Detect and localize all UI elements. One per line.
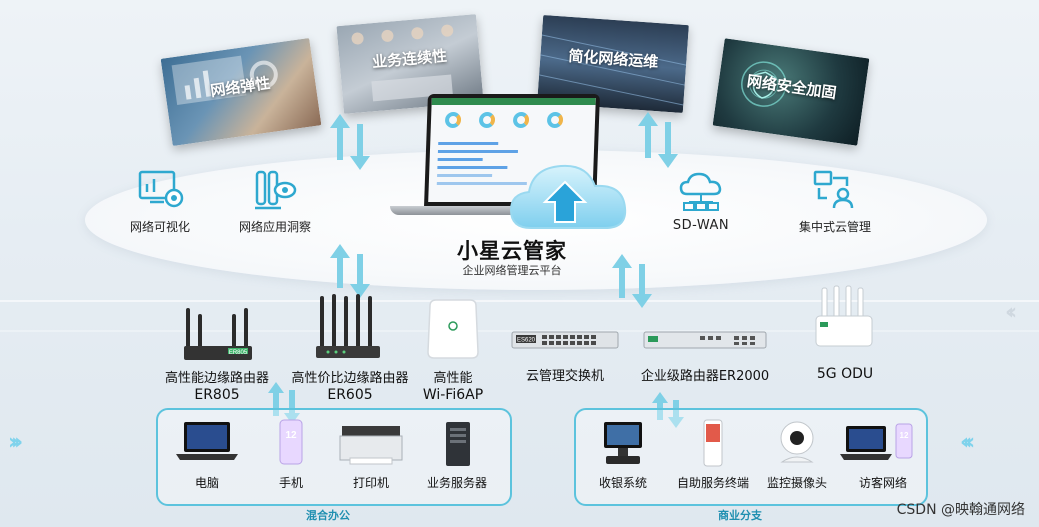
terminal-label: 手机 (278, 476, 303, 490)
central-management-icon (809, 168, 861, 214)
dashboard-bar (437, 158, 483, 161)
group-label-office: 混合办公 (306, 509, 350, 522)
double-arrow (330, 244, 370, 298)
dashboard-donut (546, 112, 564, 128)
dashboard-donut (512, 112, 530, 128)
visualization-icon (134, 168, 186, 214)
device-er2000: 企业级路由器ER2000 (630, 324, 780, 385)
device-badge: ES620 (517, 338, 536, 344)
feature-label: 网络应用洞察 (238, 220, 311, 234)
device-name: 5G ODU (816, 366, 874, 382)
laptop-icon (176, 422, 238, 460)
feature-label: 集中式云管理 (798, 220, 871, 234)
terminal-pos: 收银系统 (578, 418, 668, 491)
feature-label: 网络可视化 (129, 220, 190, 234)
terminal-kiosk: 自助服务终端 (668, 418, 758, 491)
dashboard-donut (478, 112, 496, 128)
kiosk-icon (703, 419, 723, 467)
app-insight-icon (249, 168, 301, 214)
security-camera-icon (780, 421, 814, 463)
device-model: Wi-Fi6AP (422, 387, 484, 403)
device-5g-odu: 5G ODU (800, 282, 890, 383)
terminal-phone: 12 手机 (246, 418, 336, 491)
smartphone-icon: 12 (279, 419, 303, 465)
terminal-label: 业务服务器 (426, 476, 487, 490)
double-arrow (330, 114, 370, 170)
pos-terminal-icon (604, 422, 642, 464)
laptop-base (390, 206, 620, 215)
double-arrow (612, 254, 652, 308)
dashboard-topbar (431, 98, 596, 105)
switch-icon: ES620 (511, 331, 619, 349)
device-er805: ER805 高性能边缘路由器 ER805 (162, 300, 272, 404)
laptop-dashboard (340, 88, 630, 228)
chevron-decor-left: ››› (8, 430, 23, 455)
device-model: ER805 (194, 387, 240, 403)
dashboard-donut (444, 112, 462, 128)
double-arrow (652, 392, 684, 428)
feature-sd-wan: SD-WAN (646, 168, 756, 233)
server-icon (446, 422, 470, 466)
router-er605-icon (316, 294, 380, 358)
background-line (0, 330, 1039, 332)
device-name: 高性价比边缘路由器 (291, 371, 409, 386)
device-badge: ER805 (229, 350, 248, 356)
terminal-camera: 监控摄像头 (752, 418, 842, 491)
sd-wan-cloud-icon (675, 168, 727, 214)
group-label-retail: 商业分支 (718, 509, 762, 522)
device-wifi6-ap: 高性能 Wi-Fi6AP (408, 296, 498, 404)
terminal-label: 监控摄像头 (766, 476, 827, 490)
terminal-label: 收银系统 (598, 476, 647, 490)
device-name: 高性能 (433, 371, 473, 386)
terminal-printer: 打印机 (326, 418, 416, 491)
video-grid-decor (351, 24, 454, 102)
terminal-label: 自助服务终端 (676, 476, 749, 490)
feature-label: SD-WAN (672, 218, 730, 233)
router-er805-icon: ER805 (184, 308, 252, 360)
chevron-decor-right-top: ‹‹ (1005, 300, 1017, 325)
feature-central-management: 集中式云管理 (780, 168, 890, 235)
terminal-label: 访客网络 (858, 476, 907, 490)
5g-odu-icon (815, 285, 873, 347)
chevron-decor-right: ‹‹‹ (960, 430, 975, 455)
device-name: 高性能边缘路由器 (164, 371, 269, 386)
platform-subtitle: 企业网络管理云平台 (462, 264, 562, 277)
phone-date-badge: 12 (900, 431, 909, 440)
shield-decor (741, 61, 787, 107)
device-name: 企业级路由器ER2000 (640, 369, 770, 384)
platform-title: 小星云管家 (457, 239, 567, 263)
card-network-resilience: 网络弹性 (160, 37, 322, 147)
printer-icon (339, 426, 403, 465)
card-business-continuity: 业务连续性 (336, 14, 484, 114)
dashboard-bar (437, 166, 508, 169)
device-model: ER605 (327, 387, 373, 403)
enterprise-router-icon (643, 331, 767, 349)
device-switch: ES620 云管理交换机 (506, 324, 624, 385)
wifi-ap-icon (427, 299, 479, 359)
terminal-guest-network: 12 访客网络 (838, 418, 928, 491)
phone-date-badge: 12 (285, 430, 297, 441)
cloud-upload-icon (505, 152, 633, 236)
watermark: CSDN @映翰通网络 (896, 502, 1025, 518)
dashboard-bar (438, 142, 499, 145)
terminal-label: 打印机 (352, 476, 389, 490)
laptop-phone-icon: 12 (840, 423, 913, 460)
device-er605: 高性价比边缘路由器 ER605 (286, 290, 414, 404)
dashboard-bar (437, 174, 493, 177)
background-line (0, 300, 1039, 302)
terminal-label: 电脑 (194, 476, 219, 490)
card-security-hardening: 网络安全加固 (712, 38, 870, 146)
chart-screen-decor (171, 55, 278, 106)
terminal-server: 业务服务器 (412, 418, 502, 491)
double-arrow (638, 112, 678, 168)
device-name: 云管理交换机 (525, 369, 604, 384)
terminal-pc: 电脑 (162, 418, 252, 491)
feature-app-insight: 网络应用洞察 (220, 168, 330, 235)
feature-visualization: 网络可视化 (105, 168, 215, 235)
double-arrow (268, 382, 300, 424)
